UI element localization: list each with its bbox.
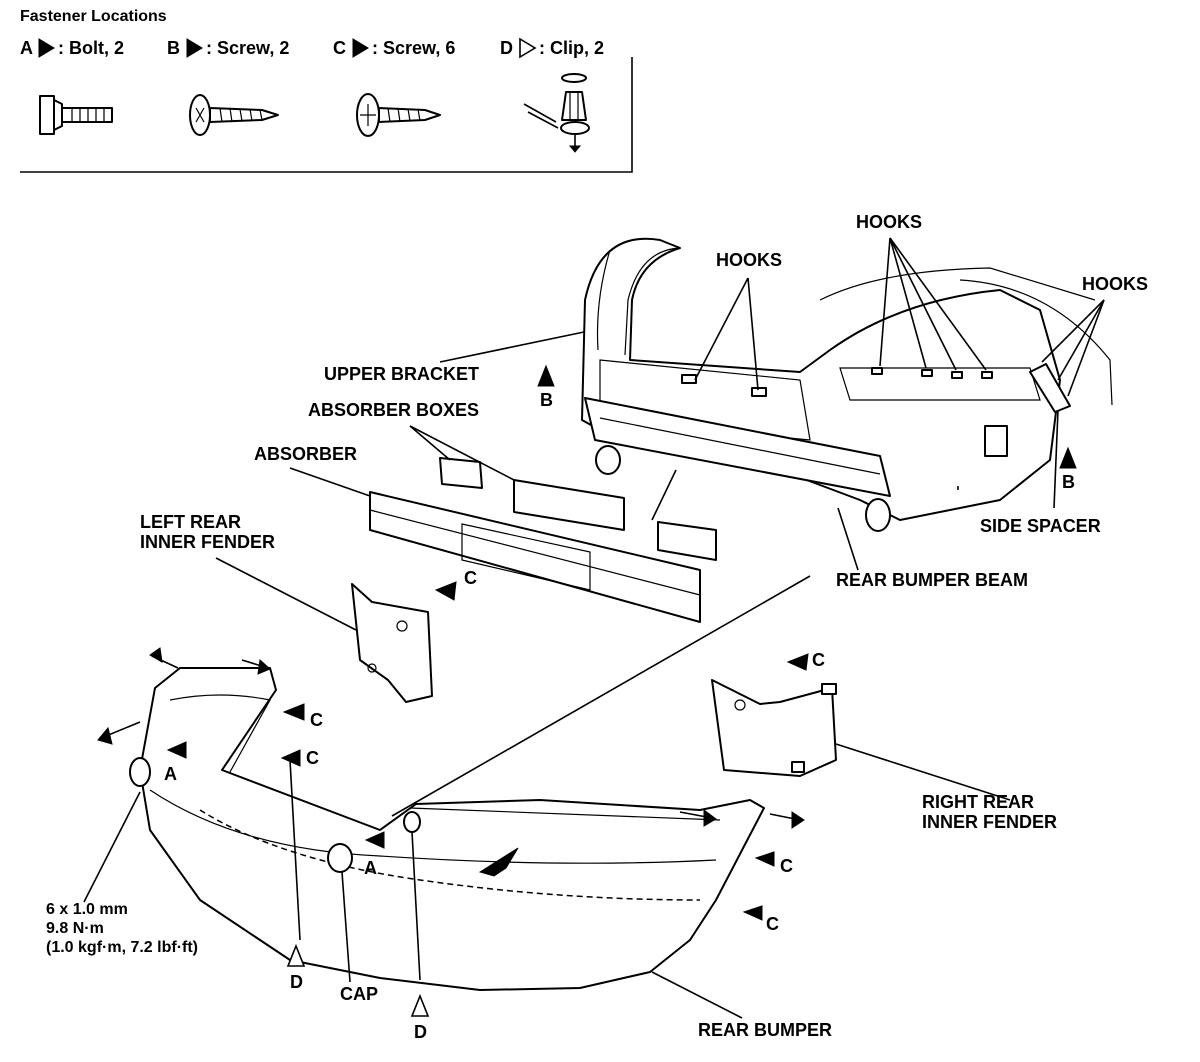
absorber-box-right: [657, 521, 717, 561]
absorber-box-center: [513, 479, 625, 531]
label-hooks-center: HOOKS: [716, 250, 782, 270]
bolt-icon: [39, 95, 113, 135]
hollow-arrow-icon: [519, 37, 537, 59]
callout-c-bumper-3: C: [780, 856, 793, 876]
callout-b-left: B: [540, 390, 553, 410]
rear-bumper-beam: [584, 397, 891, 497]
leader-lines: [83, 237, 1105, 1019]
callout-c-right-fender: C: [812, 650, 825, 670]
label-left-rear-inner-fender-1: LEFT REAR: [140, 512, 241, 532]
callout-d-center: D: [414, 1022, 427, 1042]
legend-a-text: : Bolt, 2: [58, 38, 124, 58]
right-rear-inner-fender: [711, 679, 837, 777]
label-right-rear-inner-fender-1: RIGHT REAR: [922, 792, 1034, 812]
label-torque-nm: 9.8 N·m: [46, 920, 104, 937]
side-spacer: [1029, 363, 1071, 413]
tail-box: [984, 425, 1008, 457]
legend-d-letter: D: [500, 38, 513, 58]
legend-c-letter: C: [333, 38, 346, 58]
label-torque-imperial: (1.0 kgf·m, 7.2 lbf·ft): [46, 939, 198, 956]
absorber-box-left: [439, 457, 483, 489]
callout-c-left-fender: C: [464, 568, 477, 588]
cap: [327, 843, 353, 873]
legend-c-text: : Screw, 6: [372, 38, 455, 58]
label-torque-size: 6 x 1.0 mm: [46, 901, 128, 918]
label-hooks-upper: HOOKS: [856, 212, 922, 232]
screw-b-icon: [189, 94, 279, 136]
label-absorber-boxes: ABSORBER BOXES: [308, 400, 479, 420]
absorber: [369, 491, 701, 623]
label-absorber: ABSORBER: [254, 444, 357, 464]
left-rear-inner-fender: [351, 583, 433, 703]
callout-c-bumper-4: C: [766, 914, 779, 934]
callout-c-bumper-2: C: [306, 748, 319, 768]
legend-d-text: : Clip, 2: [539, 38, 604, 58]
bolt-head: [129, 757, 151, 787]
vehicle-rear-body: [581, 237, 1113, 532]
label-upper-bracket: UPPER BRACKET: [324, 364, 479, 384]
legend-b-text: : Screw, 2: [206, 38, 289, 58]
label-left-rear-inner-fender-2: INNER FENDER: [140, 532, 275, 552]
label-rear-bumper: REAR BUMPER: [698, 1020, 832, 1040]
legend-b-letter: B: [167, 38, 180, 58]
callout-a-center: A: [364, 858, 377, 878]
callout-markers: B B C C C C C C A A D D: [164, 364, 1077, 1042]
label-side-spacer: SIDE SPACER: [980, 516, 1101, 536]
part-labels: HOOKS HOOKS HOOKS UPPER BRACKET ABSORBER…: [46, 212, 1148, 1040]
rear-bumper: [129, 667, 765, 991]
callout-a-left: A: [164, 764, 177, 784]
callout-c-bumper-1: C: [310, 710, 323, 730]
label-rear-bumper-beam: REAR BUMPER BEAM: [836, 570, 1028, 590]
label-cap: CAP: [340, 984, 378, 1004]
direction-arrows: [97, 647, 805, 877]
solid-arrow-icon: [186, 38, 203, 58]
fastener-legend: Fastener Locations A : Bolt, 2 B : Screw…: [20, 8, 633, 173]
legend-title: Fastener Locations: [20, 8, 167, 25]
legend-frame: [20, 57, 633, 173]
label-right-rear-inner-fender-2: INNER FENDER: [922, 812, 1057, 832]
solid-arrow-icon: [352, 38, 369, 58]
screw-c-icon: [356, 93, 441, 137]
callout-d-left: D: [290, 972, 303, 992]
label-hooks-right: HOOKS: [1082, 274, 1148, 294]
absorber-boxes: [439, 457, 717, 561]
legend-a-letter: A: [20, 38, 33, 58]
callout-b-right: B: [1062, 472, 1075, 492]
clip-icon: [523, 73, 590, 153]
solid-arrow-icon: [38, 38, 55, 58]
